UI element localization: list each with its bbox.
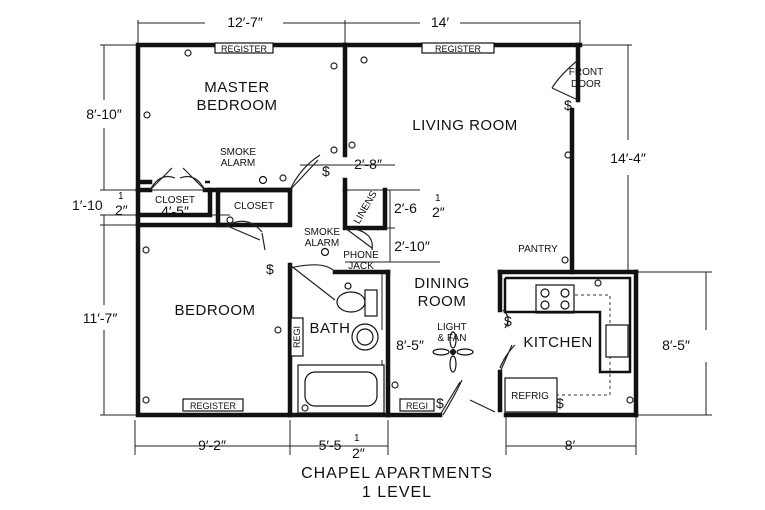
dim-linens: 2′-6	[394, 200, 417, 216]
smoke-alarm-label-1: SMOKE	[304, 227, 340, 238]
closet-label: CLOSET	[155, 195, 195, 206]
refrig-label: REFRIG	[511, 391, 549, 402]
bath-label: BATH	[310, 320, 351, 337]
regi-label: REGI	[292, 326, 302, 348]
dim-living-width: 14′	[431, 14, 450, 30]
dim-master-depth: 8′-10″	[86, 106, 122, 122]
dim-linens-num: 1	[435, 193, 441, 204]
master-bedroom-label-1: MASTER	[204, 79, 270, 96]
dim-closet-gap-den: 2″	[115, 202, 128, 218]
kitchen-sink	[605, 324, 629, 358]
switch-icon: $	[504, 313, 512, 329]
register-living	[421, 42, 495, 54]
master-bedroom-label-2: BEDROOM	[196, 97, 277, 114]
dining-room-label-2: ROOM	[418, 293, 467, 310]
refrigerator	[504, 377, 558, 413]
register-bedroom	[182, 398, 244, 412]
light-fan-label-2: & FAN	[438, 333, 467, 344]
dim-bath-width: 5′-5	[319, 437, 342, 453]
register-label: REGISTER	[435, 44, 482, 54]
plan-title-line-2: 1 LEVEL	[362, 484, 432, 501]
dim-bedroom-depth: 11′-7″	[83, 310, 118, 326]
register-hall	[399, 398, 435, 412]
switch-icon: $	[436, 395, 444, 411]
bedroom-label: BEDROOM	[174, 302, 255, 319]
dim-master-width: 12′-7″	[227, 14, 263, 30]
register-label: REGISTER	[221, 44, 268, 54]
phone-jack-label-1: PHONE	[343, 250, 379, 261]
front-door-label-1: FRONT	[569, 67, 603, 78]
dim-bedroom-width: 9′-2″	[198, 437, 226, 453]
phone-jack-icon	[344, 282, 352, 290]
plan-title: CHAPEL APARTMENTS 1 LEVEL	[301, 465, 493, 501]
dim-living-depth: 14′-4″	[610, 150, 646, 166]
register-bath	[290, 317, 304, 357]
smoke-alarm-icon	[258, 175, 268, 185]
plan-title-line-1: CHAPEL APARTMENTS	[301, 465, 493, 482]
register-master	[214, 42, 274, 54]
stove	[535, 284, 575, 314]
smoke-alarm-label-2: ALARM	[305, 238, 339, 249]
smoke-alarm-label-1: SMOKE	[220, 147, 256, 158]
dim-closet-width: 4′-5″	[161, 203, 189, 219]
dimension-labels: 12′-7″ 14′ 8′-10″ 14′-4″ 1′-10 1 2″ 4′-5…	[72, 14, 690, 461]
pantry-label: PANTRY	[518, 244, 558, 255]
kitchen-label: KITCHEN	[523, 334, 592, 351]
outlet-icons	[142, 49, 634, 412]
switch-icon: $	[556, 395, 564, 411]
dim-hall-width: 2′-8″	[354, 156, 382, 172]
switch-icon: $	[322, 163, 330, 179]
living-room-label: LIVING ROOM	[412, 117, 518, 134]
dim-bath-width-num: 1	[354, 433, 360, 444]
fixtures	[142, 42, 634, 414]
dining-room-label-1: DINING	[414, 275, 470, 292]
front-door-label-2: DOOR	[571, 79, 601, 90]
register-label: REGISTER	[190, 401, 237, 411]
dim-closet-gap-num: 1	[118, 191, 124, 202]
toilet	[336, 291, 366, 313]
room-labels: MASTER BEDROOM LIVING ROOM BEDROOM BATH …	[174, 79, 592, 351]
switch-icon: $	[266, 261, 274, 277]
switch-icons: $ $ $ $ $ $	[266, 97, 572, 411]
dim-kitchen-depth: 8′-5″	[662, 337, 690, 353]
smoke-alarm-label-2: ALARM	[221, 158, 255, 169]
dim-bath-depth: 8′-5″	[396, 337, 424, 353]
ceiling-fan-icon	[432, 331, 474, 373]
linens-label: LINENS	[352, 189, 380, 226]
closet-label: CLOSET	[234, 201, 274, 212]
dim-linens-depth: 2′-10″	[394, 238, 430, 254]
dim-bath-width-den: 2″	[352, 445, 365, 461]
dim-linens-den: 2″	[432, 204, 445, 220]
regi-label: REGI	[406, 401, 428, 411]
smoke-alarm-icon	[320, 247, 330, 257]
walls	[135, 42, 639, 418]
phone-jack-label-2: JACK	[348, 261, 374, 272]
light-fan-label-1: LIGHT	[437, 322, 466, 333]
dim-kitchen-width: 8′	[565, 437, 576, 453]
switch-icon: $	[564, 97, 572, 113]
dim-closet-gap: 1′-10	[72, 197, 103, 213]
